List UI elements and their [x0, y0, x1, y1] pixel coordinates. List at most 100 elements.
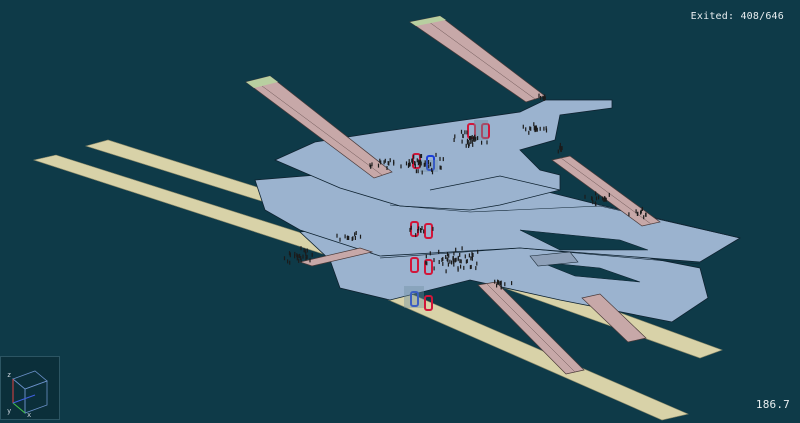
pedestrian-agent	[408, 159, 410, 164]
pedestrian-agent	[452, 259, 455, 264]
pedestrian-agent	[453, 262, 455, 267]
pedestrian-agent	[417, 169, 419, 174]
pedestrian-agent	[453, 138, 455, 142]
pedestrian-agent	[486, 140, 488, 145]
pedestrian-agent	[544, 96, 546, 101]
pedestrian-agent	[347, 235, 349, 240]
fare-gates-lower	[410, 257, 433, 275]
pedestrian-agent	[433, 258, 435, 263]
pedestrian-agent	[442, 261, 444, 266]
pedestrian-agent	[500, 281, 502, 285]
pedestrian-agents	[283, 93, 647, 290]
pedestrian-agent	[300, 258, 302, 263]
pedestrian-agent	[542, 95, 544, 100]
pedestrian-agent	[602, 196, 604, 201]
pedestrian-agent	[535, 126, 537, 131]
pedestrian-agent	[442, 257, 444, 261]
pedestrian-agent	[283, 256, 286, 261]
pedestrian-agent	[471, 254, 473, 259]
pedestrian-agent	[386, 166, 388, 170]
pedestrian-agent	[429, 162, 432, 167]
pedestrian-agent	[439, 165, 441, 170]
pedestrian-agent	[425, 260, 427, 265]
pedestrian-agent	[469, 265, 471, 270]
pedestrian-agent	[447, 258, 449, 263]
pedestrian-agent	[305, 252, 307, 257]
pedestrian-agent	[421, 170, 423, 175]
pedestrian-agent	[429, 251, 431, 256]
pedestrian-agent	[459, 259, 461, 264]
pedestrian-agent	[472, 142, 474, 147]
pedestrian-agent	[635, 209, 637, 214]
pedestrian-agent	[384, 158, 386, 163]
pedestrian-agent	[560, 148, 562, 152]
pedestrian-agent	[540, 95, 542, 100]
pedestrian-agent	[409, 162, 411, 167]
pedestrian-agent	[481, 140, 483, 145]
pedestrian-agent	[388, 161, 390, 166]
pedestrian-agent	[529, 126, 531, 131]
pedestrian-agent	[339, 237, 341, 242]
pedestrian-agent	[604, 197, 606, 202]
concourse-upper-divider	[429, 175, 561, 191]
pedestrian-agent	[457, 266, 459, 271]
pedestrian-agent	[470, 256, 472, 261]
pedestrian-agent	[409, 227, 411, 232]
axis-x-label: x	[27, 411, 31, 419]
pedestrian-agent	[304, 249, 306, 254]
pedestrian-agent	[457, 257, 459, 262]
pedestrian-agent	[352, 236, 354, 241]
pedestrian-agent	[559, 147, 562, 152]
pedestrian-agent	[441, 257, 443, 262]
pedestrian-agent	[435, 152, 437, 157]
pedestrian-agent	[445, 255, 447, 259]
pedestrian-agent	[500, 284, 502, 289]
pedestrian-agent	[289, 260, 291, 265]
pedestrian-agent	[451, 260, 453, 265]
pedestrian-agent	[511, 281, 513, 286]
pedestrian-agent	[423, 229, 425, 234]
escalator-top-right	[409, 15, 546, 103]
pedestrian-agent	[369, 163, 371, 168]
pedestrian-agent	[336, 233, 338, 238]
axes-orientation-gizmo: z y x	[0, 356, 60, 420]
pedestrian-agent	[296, 253, 298, 258]
pedestrian-agent	[417, 229, 419, 233]
pedestrian-agent	[400, 164, 402, 169]
escalator-top-left	[245, 75, 393, 179]
pedestrian-agent	[584, 194, 586, 199]
pedestrian-agent	[522, 124, 524, 129]
pedestrian-agent	[504, 282, 506, 287]
pedestrian-agent	[545, 128, 548, 133]
pedestrian-agent	[640, 209, 642, 214]
pedestrian-agent	[303, 248, 305, 253]
pedestrian-agent	[300, 256, 302, 260]
pedestrian-agent	[466, 140, 469, 145]
pedestrian-agent	[477, 249, 479, 254]
pedestrian-agent	[420, 228, 422, 232]
pedestrian-agent	[417, 161, 419, 166]
pedestrian-agent	[475, 136, 477, 141]
pedestrian-agent	[355, 231, 357, 235]
pedestrian-agent	[605, 197, 607, 202]
pedestrian-agent	[418, 226, 420, 231]
pedestrian-agent	[432, 226, 434, 231]
axis-z-label: z	[7, 371, 11, 379]
pedestrian-agent	[442, 157, 444, 162]
pedestrian-agent	[354, 236, 356, 240]
pedestrian-agent	[643, 215, 645, 220]
pedestrian-agent	[463, 265, 465, 270]
pedestrian-agent	[455, 247, 457, 252]
pedestrian-agent	[471, 139, 473, 144]
pedestrian-agent	[419, 154, 421, 159]
pedestrian-agent	[446, 257, 448, 262]
pedestrian-agent	[497, 279, 499, 284]
pedestrian-agent	[287, 259, 289, 264]
pedestrian-agent	[468, 140, 470, 144]
pedestrian-agent	[460, 259, 462, 264]
pedestrian-agent	[438, 249, 440, 254]
pedestrian-agent	[419, 163, 421, 168]
pedestrian-agent	[533, 126, 535, 131]
pedestrian-agent	[296, 256, 298, 261]
